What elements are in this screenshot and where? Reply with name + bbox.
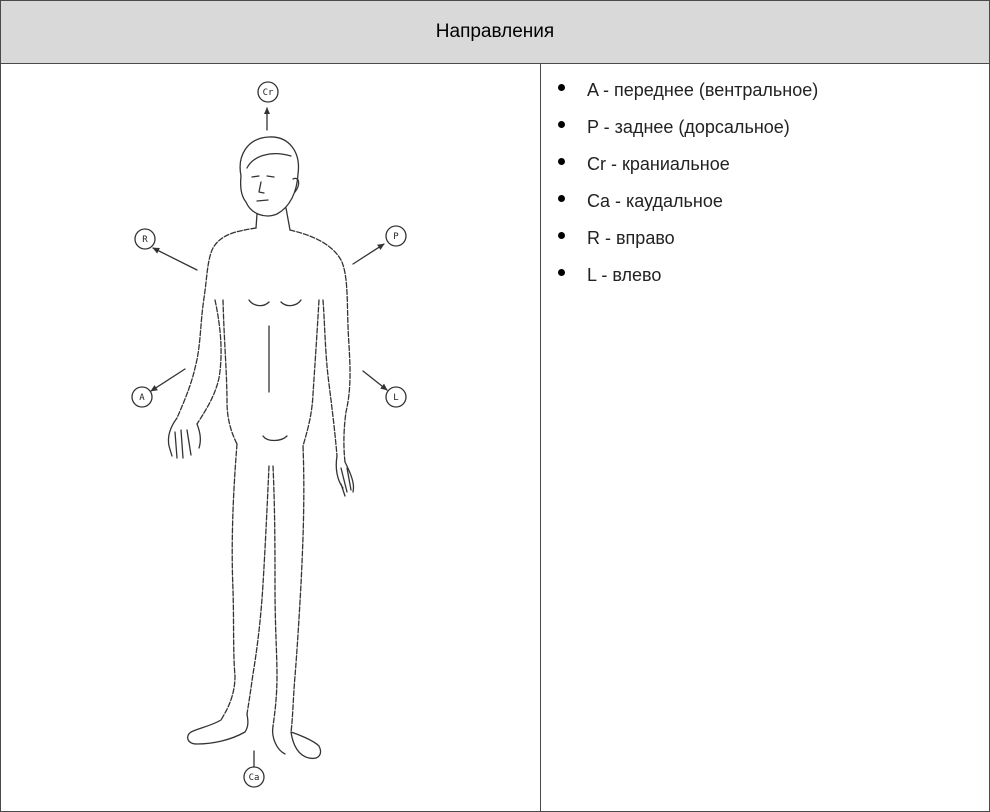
svg-text:L: L <box>393 393 398 403</box>
figure-cell: Cr R P A L <box>1 64 541 811</box>
direction-arrows <box>151 108 387 779</box>
marker-a: A <box>132 387 152 407</box>
bullet-icon <box>558 121 565 128</box>
directions-list: A - переднее (вентральное) P - заднее (д… <box>541 72 818 294</box>
marker-cr: Cr <box>258 82 278 102</box>
list-item: Ca - каудальное <box>541 183 818 220</box>
list-item: Cr - краниальное <box>541 146 818 183</box>
bullet-icon <box>558 269 565 276</box>
list-item-text: P - заднее (дорсальное) <box>587 117 790 137</box>
marker-l: L <box>386 387 406 407</box>
posterior-arrow <box>353 244 384 264</box>
list-item-text: Cr - краниальное <box>587 154 730 174</box>
right-arrow <box>153 248 197 270</box>
list-item: A - переднее (вентральное) <box>541 72 818 109</box>
svg-text:Cr: Cr <box>263 88 274 98</box>
table-header: Направления <box>1 1 989 64</box>
table-title: Направления <box>436 21 554 43</box>
list-item: R - вправо <box>541 220 818 257</box>
svg-text:Ca: Ca <box>249 773 260 783</box>
svg-text:P: P <box>393 232 399 242</box>
list-item: L - влево <box>541 257 818 294</box>
bullet-icon <box>558 195 565 202</box>
directions-list-cell: A - переднее (вентральное) P - заднее (д… <box>541 64 989 811</box>
list-item-text: R - вправо <box>587 228 675 248</box>
direction-markers: Cr R P A L <box>132 82 406 787</box>
marker-ca: Ca <box>244 767 264 787</box>
list-item-text: L - влево <box>587 265 661 285</box>
bullet-icon <box>558 158 565 165</box>
anterior-arrow <box>151 369 185 391</box>
bullet-icon <box>558 232 565 239</box>
list-item: P - заднее (дорсальное) <box>541 109 818 146</box>
svg-text:R: R <box>142 235 148 245</box>
human-body <box>168 137 353 758</box>
list-item-text: Ca - каудальное <box>587 191 723 211</box>
bullet-icon <box>558 84 565 91</box>
marker-p: P <box>386 226 406 246</box>
left-arrow <box>363 371 387 390</box>
marker-r: R <box>135 229 155 249</box>
human-figure-illustration: Cr R P A L <box>1 64 540 811</box>
svg-text:A: A <box>139 393 145 403</box>
list-item-text: A - переднее (вентральное) <box>587 80 818 100</box>
